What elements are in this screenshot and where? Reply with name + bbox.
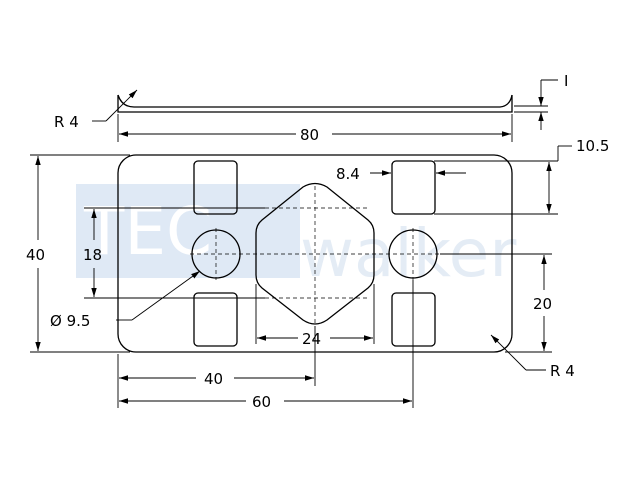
offset-right-label: 20 (533, 295, 552, 313)
slot-width-label: 8.4 (336, 165, 360, 183)
dist40-label: 40 (204, 370, 223, 388)
watermark-text: walker (300, 215, 517, 292)
central-cutout (255, 182, 375, 325)
slot-top-left (193, 160, 238, 215)
side-radius-label: R 4 (54, 113, 79, 131)
length-label: 80 (300, 126, 319, 144)
slot-bottom-right (391, 292, 436, 347)
corner-radius-label: R 4 (550, 362, 575, 380)
watermark-boxed-text: TEC (83, 193, 212, 270)
dist60-label: 60 (252, 393, 271, 411)
center-width-label: 24 (302, 330, 321, 348)
corner-radius-arrow (490, 334, 527, 371)
spacing-label: 18 (83, 246, 102, 264)
watermark-box (76, 184, 300, 278)
watermark: TEC walker (76, 184, 517, 292)
thickness-label: I (564, 72, 568, 90)
offset-top-label: 10.5 (576, 137, 609, 155)
slot-top-right (391, 160, 436, 215)
slot-bottom-left (193, 292, 238, 347)
side-radius-arrow (105, 89, 138, 122)
plan-view: 40 18 Ø 9.5 8.4 10.5 20 R 4 (26, 137, 609, 411)
thickness-view: I R 4 80 (54, 72, 568, 144)
side-profile-bottom (117, 95, 513, 113)
diameter-label: Ø 9.5 (50, 312, 90, 330)
side-profile-top (117, 94, 513, 108)
height-label: 40 (26, 246, 45, 264)
diameter-arrow (131, 270, 201, 321)
